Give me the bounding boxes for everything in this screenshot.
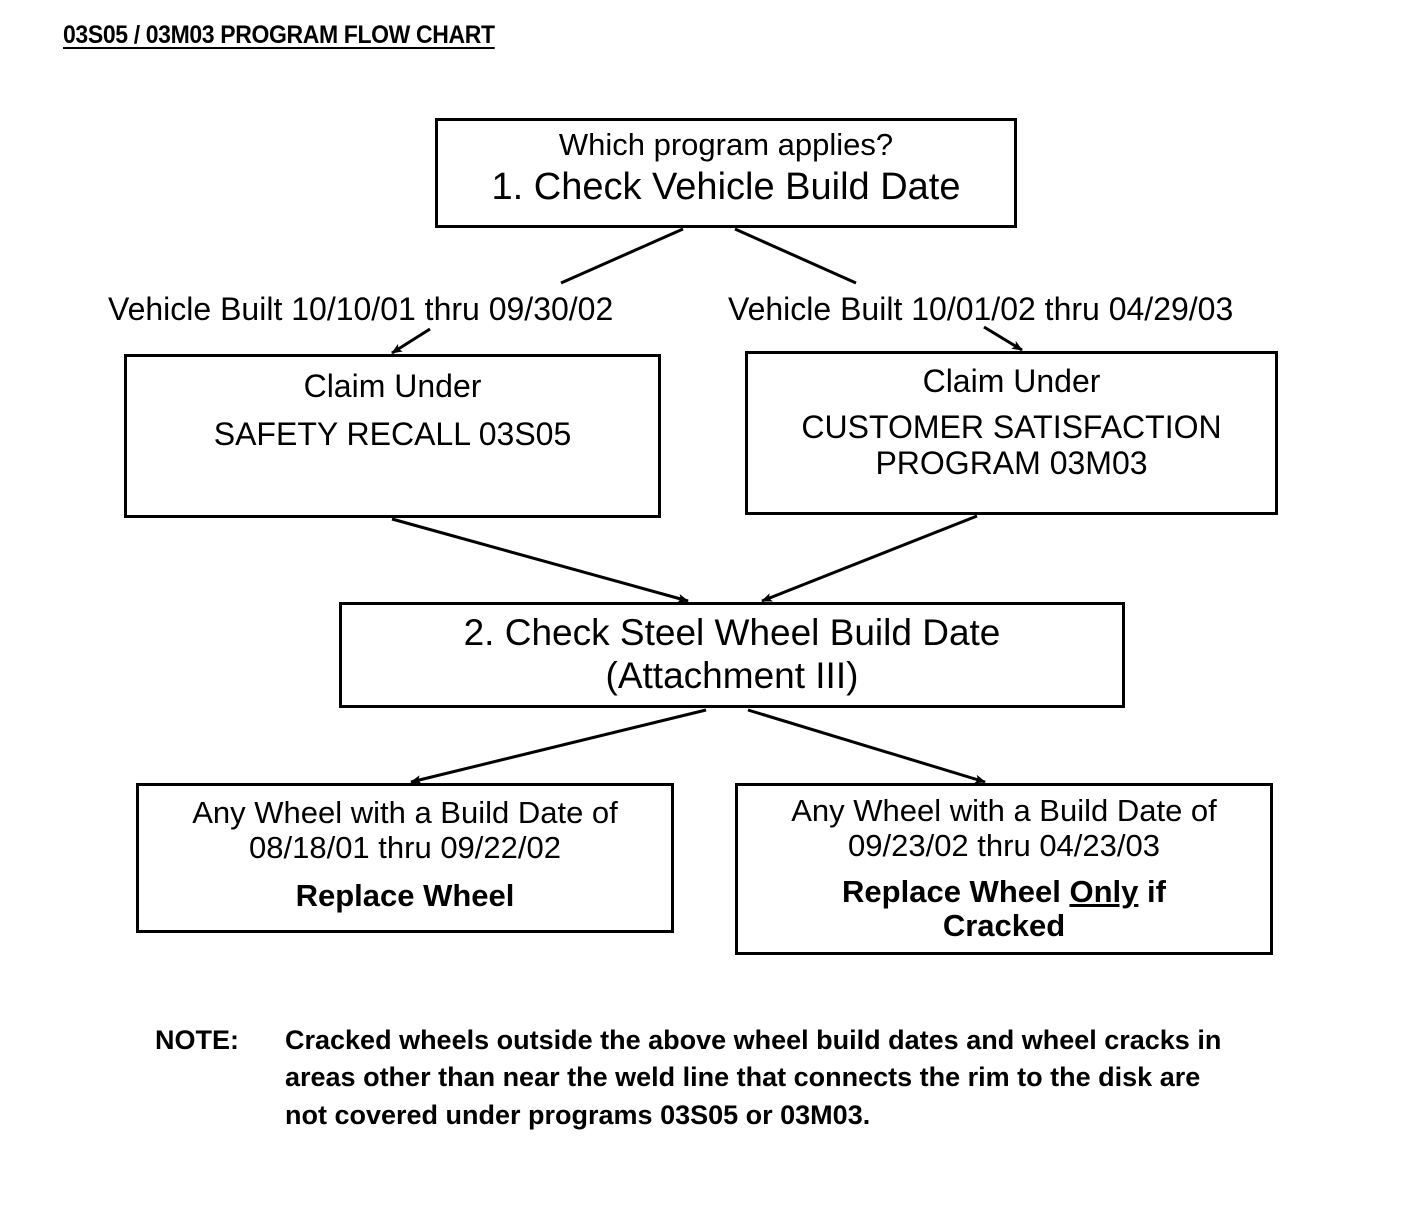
node-replace-wheel-only-if-cracked[interactable]: Any Wheel with a Build Date of 09/23/02 … [735,783,1273,955]
edge-left-to-recall [391,327,431,355]
note-line-2: areas other than near the weld line that… [285,1062,1201,1093]
node-replace-cracked-action-part1: Replace Wheel [842,873,1070,909]
node-csp-line3: PROGRAM 03M03 [875,445,1148,482]
node-replace-cracked-action-part2: if [1138,873,1166,909]
node-replace-cracked-emphasis: Only [1069,873,1139,909]
node-top-line2: 1. Check Vehicle Build Date [491,166,961,209]
node-csp-line2: CUSTOMER SATISFACTION [801,408,1222,445]
note-label: NOTE: [155,1025,239,1055]
node-replace-wheel[interactable]: Any Wheel with a Build Date of 08/18/01 … [136,783,674,933]
node-replace-line1: Any Wheel with a Build Date of [192,795,618,830]
note-line-3: not covered under programs 03S05 or 03M0… [285,1099,871,1130]
page-title: 03S05 / 03M03 PROGRAM FLOW CHART [63,21,495,49]
edge-top-to-left-upper [560,227,684,285]
node-replace-cracked-line4: Cracked [942,908,1066,944]
edge-csp-to-wheel-date [761,514,978,603]
edge-label-vehicle-built-left: Vehicle Built 10/10/01 thru 09/30/02 [108,291,614,327]
node-top-line1: Which program applies? [558,127,894,162]
note-line-1: Cracked wheels outside the above wheel b… [285,1025,1222,1055]
node-csp-line1: Claim Under [922,363,1101,399]
node-recall-line1: Claim Under [303,368,482,404]
edge-recall-to-wheel-date [391,517,689,603]
node-wheel-date-line1: 2. Check Steel Wheel Build Date [463,612,1001,653]
node-replace-cracked-action: Replace Wheel Only if [738,875,1270,908]
node-replace-cracked-line2: 09/23/02 thru 04/23/03 [848,828,1160,864]
edge-wheel-date-to-replace-cracked [747,708,986,784]
node-replace-action: Replace Wheel [295,877,515,913]
node-replace-line2: 08/18/01 thru 09/22/02 [249,830,561,866]
edge-label-vehicle-built-right: Vehicle Built 10/01/02 thru 04/29/03 [728,291,1234,327]
node-check-vehicle-build-date[interactable]: Which program applies? 1. Check Vehicle … [435,118,1017,228]
node-check-steel-wheel-build-date[interactable]: 2. Check Steel Wheel Build Date (Attachm… [339,602,1125,708]
note-block: NOTE: Cracked wheels outside the above w… [155,1022,1355,1134]
edge-right-to-csp [983,325,1023,352]
node-wheel-date-line2: (Attachment III) [605,654,859,696]
node-claim-customer-satisfaction[interactable]: Claim Under CUSTOMER SATISFACTION PROGRA… [745,351,1278,515]
edge-wheel-date-to-replace [410,708,707,785]
edge-top-to-right-upper [734,227,857,285]
node-recall-line2: SAFETY RECALL 03S05 [213,415,572,452]
node-replace-cracked-line1: Any Wheel with a Build Date of [791,793,1217,828]
node-claim-safety-recall[interactable]: Claim Under SAFETY RECALL 03S05 [124,354,661,518]
